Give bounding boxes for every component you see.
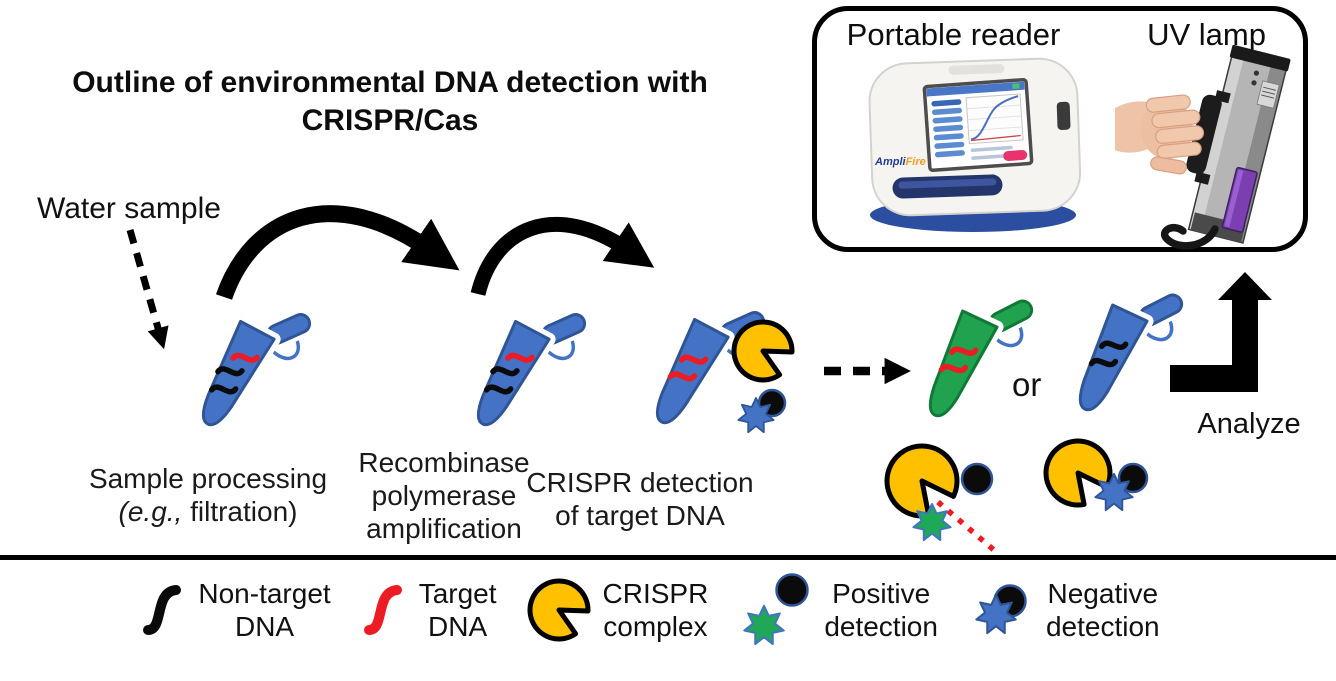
fingers [1145, 94, 1205, 175]
uv-lamp-label: UV lamp [1147, 17, 1266, 52]
page-title: Outline of environmental DNA detection w… [58, 64, 722, 140]
portable-reader-label: Portable reader [846, 17, 1061, 52]
uv-lamp-label-plate [1256, 80, 1280, 109]
legend-item-negative-detection: Negative detection [968, 577, 1160, 643]
step-label-sample-processing: Sample processing (e.g., filtration) [88, 463, 328, 527]
analyze-label: Analyze [1197, 408, 1301, 440]
uv-lamp-top-cap [1229, 44, 1291, 72]
portable-reader-photo: AmpliFire [868, 57, 1082, 232]
negative-mechanism [1043, 438, 1149, 512]
legend-item-crispr-complex: CRISPR complex [527, 576, 708, 644]
target-dna-icon [363, 585, 402, 635]
or-label: or [1012, 366, 1042, 403]
screen-battery-indicator [1012, 83, 1020, 90]
tube-rpa [471, 309, 591, 432]
crispr-complex-icon [527, 578, 590, 642]
step-label-crispr-detection: CRISPR detection of target DNA [526, 467, 754, 531]
power-cord [1160, 224, 1219, 250]
legend-separator-line [0, 555, 1336, 560]
legend: Non-target DNA Target DNA CRISPR complex [0, 570, 1300, 650]
water-sample-arrow [126, 229, 169, 350]
analyze-arrow [1170, 272, 1272, 392]
cleaved-reporter-star-icon [743, 604, 786, 646]
quencher-dot-icon [960, 462, 994, 496]
reporter-intact [737, 388, 787, 434]
non-target-dna-icon [143, 585, 182, 635]
crispr-complex-pacman [731, 319, 795, 383]
reader-screen [922, 77, 1034, 173]
title-line-2: CRISPR/Cas [301, 104, 479, 137]
step-label-rpa: Recombinase polymerase amplification [358, 447, 530, 544]
crispr-complex-pacman [884, 443, 960, 519]
tube-sample [196, 309, 316, 432]
arc-arrow-1 [215, 205, 460, 300]
title-line-1: Outline of environmental DNA detection w… [72, 66, 708, 99]
tube-positive-result [923, 295, 1038, 423]
crispr-complex-pacman [1043, 438, 1113, 508]
arc-arrow-2 [470, 217, 655, 296]
tube-negative-result [1073, 289, 1188, 417]
reader-brand: AmpliFire [874, 156, 926, 168]
legend-item-target-dna: Target DNA [361, 577, 497, 643]
legend-item-positive-detection: Positive detection [738, 570, 938, 650]
screen-chart [965, 93, 1024, 145]
legend-item-non-target-dna: Non-target DNA [140, 577, 331, 643]
reader-side-button [1056, 101, 1071, 130]
positive-detection-icon [743, 573, 810, 646]
uv-lamp-body [1186, 44, 1291, 244]
positive-mechanism [884, 443, 997, 554]
negative-detection-icon [975, 584, 1027, 635]
water-sample-label: Water sample [37, 192, 221, 225]
uv-lamp-photo [1115, 44, 1291, 250]
device-box: Portable reader UV lamp [812, 6, 1308, 252]
screen-cancel-button [1003, 149, 1028, 161]
reader-top-slot [948, 64, 1005, 75]
quencher-dot-icon [775, 573, 810, 607]
screen-menu-list [931, 99, 965, 158]
